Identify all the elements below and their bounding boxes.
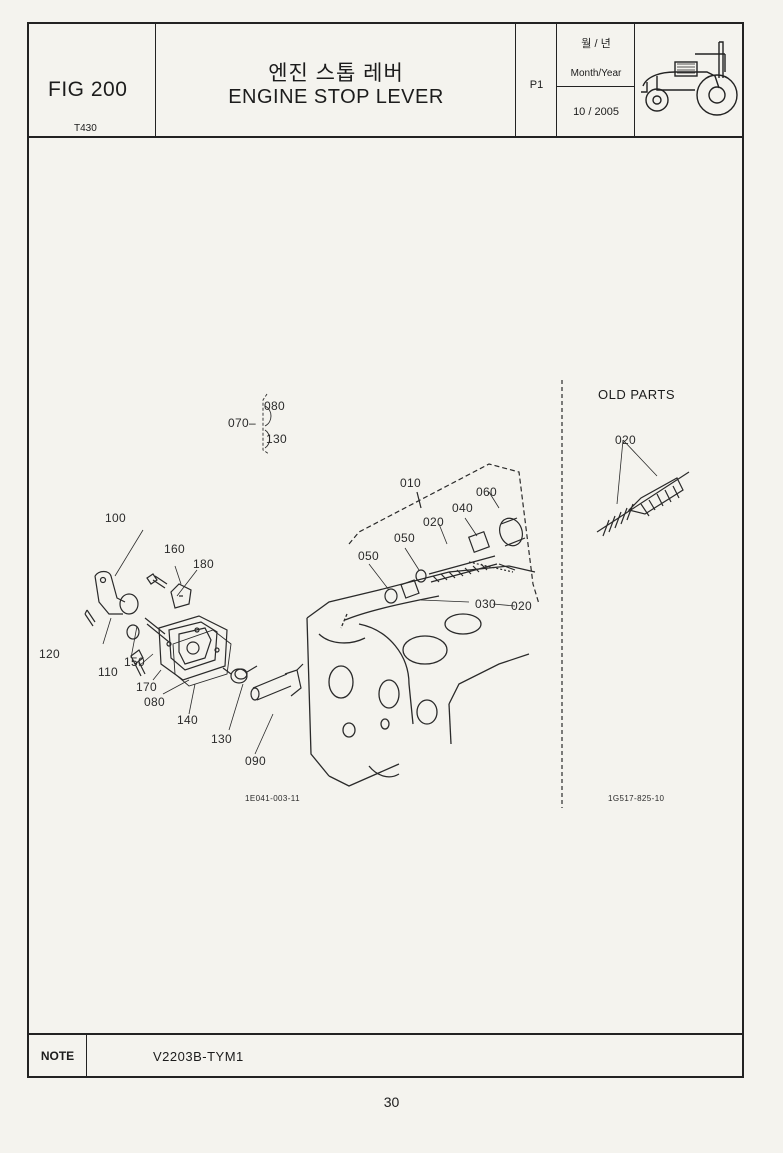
diagram-reference-code: 1E041-003-11 <box>245 794 300 803</box>
bolt-150-upper <box>146 573 168 589</box>
icon-cell <box>635 24 742 136</box>
callout-080-upper: 080 <box>264 399 285 413</box>
callout-040: 040 <box>452 501 473 515</box>
callout-020-lower: 020 <box>511 599 532 613</box>
gasket <box>172 629 232 687</box>
plunger-assembly <box>384 517 526 604</box>
bolt-150-lower <box>130 649 146 677</box>
callout-070-dash: – <box>249 416 256 430</box>
engine-block <box>306 565 536 787</box>
page-code: P1 <box>529 79 544 91</box>
callout-030: 030 <box>475 597 496 611</box>
callout-080-lower: 080 <box>144 695 165 709</box>
callout-150-lower: 150 <box>124 655 145 669</box>
callout-020-upper: 020 <box>423 515 444 529</box>
model-code: T430 <box>74 123 97 134</box>
date-value: 10 / 2005 <box>573 106 619 118</box>
old-parts-title: OLD PARTS <box>598 387 675 402</box>
callout-140: 140 <box>177 713 198 727</box>
torsion-spring-130 <box>222 665 258 684</box>
callout-100: 100 <box>105 511 126 525</box>
sub-assembly-070 <box>262 393 272 455</box>
callout-060: 060 <box>476 485 497 499</box>
callout-180: 180 <box>193 557 214 571</box>
old-parts-reference-code: 1G517-825-10 <box>608 794 665 803</box>
callout-120: 120 <box>39 647 60 661</box>
date-divider <box>557 86 635 87</box>
stop-shaft-090 <box>250 663 304 701</box>
date-label-korean: 월 / 년 <box>581 38 611 50</box>
callout-130-upper: 130 <box>266 432 287 446</box>
figure-cell: FIG 200 T430 <box>29 24 156 136</box>
bracket-180 <box>170 583 192 609</box>
page-frame: FIG 200 T430 엔진 스톱 레버 ENGINE STOP LEVER … <box>27 22 744 1078</box>
note-row: NOTE V2203B-TYM1 <box>29 1033 742 1078</box>
washer-110 <box>126 624 140 640</box>
old-parts-callout-020: 020 <box>615 433 636 447</box>
callout-160: 160 <box>164 542 185 556</box>
page-code-cell: P1 <box>516 24 557 136</box>
stop-lever <box>84 570 139 627</box>
callout-110: 110 <box>98 665 119 679</box>
group-bracket-010 <box>348 463 540 605</box>
title-cell: 엔진 스톱 레버 ENGINE STOP LEVER <box>156 24 516 136</box>
title-english: ENGINE STOP LEVER <box>228 86 444 108</box>
date-cell: 월 / 년 Month/Year 10 / 2005 <box>557 24 635 136</box>
note-text: V2203B-TYM1 <box>153 1049 244 1064</box>
figure-number: FIG 200 <box>48 78 128 101</box>
parts-drawing <box>84 380 690 808</box>
callout-050-right: 050 <box>394 531 415 545</box>
callout-070: 070 <box>228 416 249 430</box>
old-part-spring-020 <box>596 439 690 537</box>
tractor-icon <box>641 41 738 116</box>
date-label-english: Month/Year <box>570 68 622 79</box>
note-label: NOTE <box>29 1035 87 1078</box>
callout-170: 170 <box>136 680 157 694</box>
cover-plate <box>144 615 228 681</box>
title-korean: 엔진 스톱 레버 <box>268 62 404 85</box>
header: FIG 200 T430 엔진 스톱 레버 ENGINE STOP LEVER … <box>29 24 742 138</box>
page-number: 30 <box>383 1094 400 1110</box>
callout-050-left: 050 <box>358 549 379 563</box>
callout-130-lower: 130 <box>211 732 232 746</box>
callout-010: 010 <box>400 476 421 490</box>
callout-090: 090 <box>245 754 266 768</box>
